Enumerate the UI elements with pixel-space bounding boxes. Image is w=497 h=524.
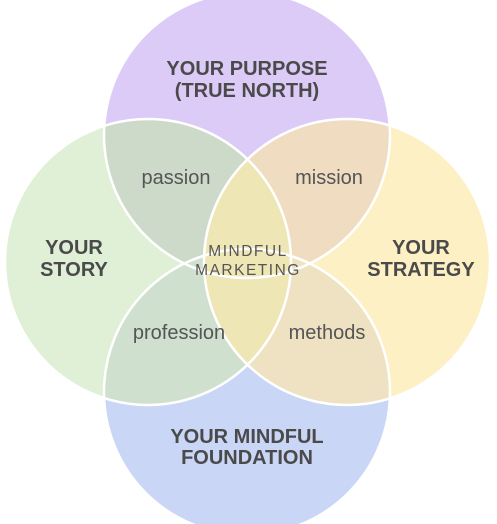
circle-outlines bbox=[3, 0, 492, 524]
center-label-line1: MINDFUL bbox=[208, 243, 287, 260]
left-label-line1: YOUR bbox=[45, 237, 103, 259]
right-label-line1: YOUR bbox=[392, 237, 450, 259]
right-label-line2: STRATEGY bbox=[367, 259, 475, 281]
overlap-label-methods: methods bbox=[289, 322, 366, 344]
outline-top bbox=[102, 0, 392, 280]
outline-bottom bbox=[102, 247, 392, 524]
overlap-label-passion: passion bbox=[142, 167, 211, 189]
left-label-line2: STORY bbox=[40, 259, 108, 281]
overlap-label-profession: profession bbox=[133, 322, 225, 344]
top-label-line2: (TRUE NORTH) bbox=[175, 80, 319, 102]
center-label-line2: MARKETING bbox=[195, 262, 301, 279]
outline-right bbox=[202, 117, 492, 407]
bottom-label-line2: FOUNDATION bbox=[181, 447, 313, 469]
outline-left bbox=[3, 117, 293, 407]
top-label-line1: YOUR PURPOSE bbox=[166, 58, 327, 80]
bottom-label-line1: YOUR MINDFUL bbox=[170, 426, 323, 448]
overlap-label-mission: mission bbox=[295, 167, 363, 189]
